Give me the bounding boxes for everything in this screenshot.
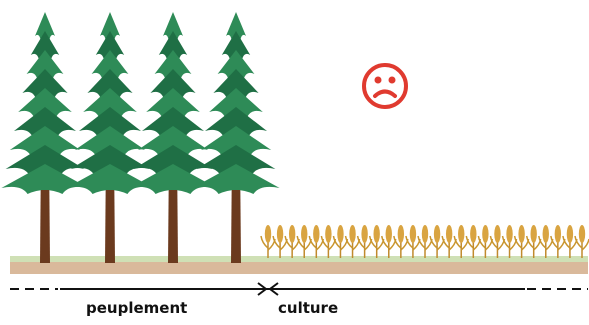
wheat-stalk-icon (368, 225, 385, 258)
wheat-stalk-icon (550, 225, 566, 258)
sad-face-icon (362, 63, 408, 109)
wheat-stalk-icon (296, 225, 312, 258)
conifer-tree-icon (1, 12, 89, 263)
wheat-stalk-icon (513, 225, 530, 258)
wheat-field (260, 225, 589, 258)
wheat-stalk-icon (441, 225, 457, 258)
wheat-stalk-icon (284, 225, 300, 258)
wheat-stalk-icon (477, 225, 494, 258)
inward-arrows-icon (257, 282, 279, 296)
ground-strip (10, 262, 588, 274)
wheat-stalk-icon (381, 225, 397, 258)
tree-group (1, 12, 280, 263)
wheat-stalk-icon (525, 225, 542, 258)
wheat-stalk-icon (272, 225, 288, 258)
wheat-stalk-icon (562, 225, 578, 258)
conifer-tree-icon (66, 12, 154, 263)
wheat-stalk-icon (260, 225, 276, 258)
wheat-stalk-icon (429, 225, 445, 258)
wheat-stalk-icon (344, 225, 361, 258)
conifer-tree-icon (129, 12, 217, 263)
wheat-stalk-icon (308, 225, 325, 258)
wheat-stalk-icon (417, 225, 433, 258)
wheat-stalk-icon (465, 225, 482, 258)
wheat-stalk-icon (393, 225, 409, 258)
wheat-stalk-icon (332, 225, 349, 258)
wheat-stalk-icon (320, 225, 337, 258)
wheat-stalk-icon (574, 225, 589, 258)
wheat-stalk-icon (489, 225, 506, 258)
grass-strip (10, 256, 588, 264)
crop-label: culture (278, 299, 339, 317)
forest-label: peuplement (86, 299, 188, 317)
conifer-tree-icon (192, 12, 280, 263)
wheat-stalk-icon (453, 225, 469, 258)
wheat-stalk-icon (356, 225, 373, 258)
wheat-stalk-icon (538, 225, 554, 258)
wheat-stalk-icon (405, 225, 421, 258)
wheat-stalk-icon (501, 225, 518, 258)
